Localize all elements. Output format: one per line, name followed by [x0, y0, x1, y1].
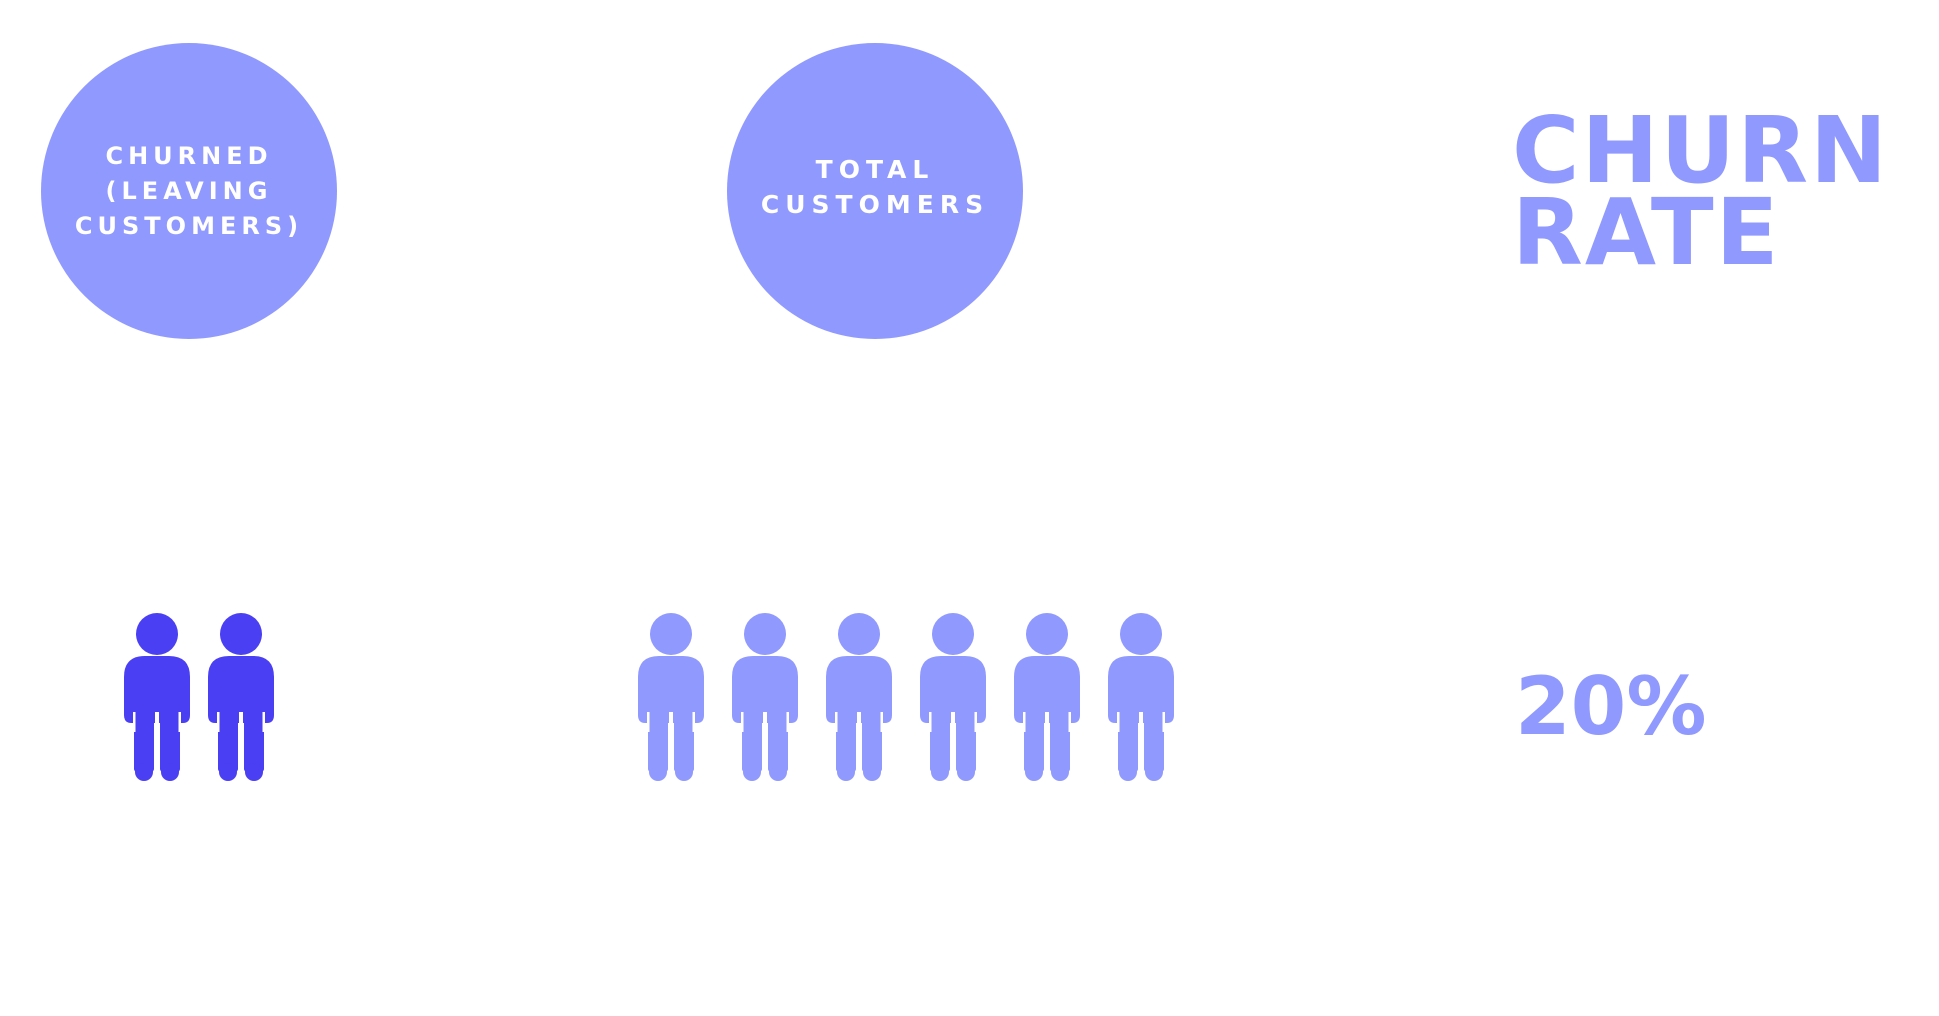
total-customers-circle: TOTAL CUSTOMERS	[727, 43, 1023, 339]
total-label-line: TOTAL	[815, 155, 935, 184]
churn-rate-title-line: RATE	[1512, 179, 1781, 286]
churned-label-line: CHURNED	[105, 141, 273, 170]
churned-label-line: (LEAVING	[105, 176, 273, 205]
churn-rate-value: 20%	[1515, 660, 1707, 753]
churned-label: CHURNED (LEAVING CUSTOMERS)	[75, 139, 303, 244]
person-icon	[919, 612, 987, 781]
total-label-line: CUSTOMERS	[760, 190, 990, 219]
churn-rate-title-line: CHURN	[1512, 97, 1890, 204]
total-customers-label: TOTAL CUSTOMERS	[761, 152, 989, 222]
person-icon	[1107, 612, 1175, 781]
person-icon	[123, 612, 191, 781]
person-icon	[731, 612, 799, 781]
person-icon	[825, 612, 893, 781]
person-icon	[207, 612, 275, 781]
person-icon	[1013, 612, 1081, 781]
churned-circle: CHURNED (LEAVING CUSTOMERS)	[41, 43, 337, 339]
person-icon	[637, 612, 705, 781]
churn-rate-title: CHURN RATE	[1512, 97, 1890, 286]
churned-label-line: CUSTOMERS)	[74, 211, 304, 240]
